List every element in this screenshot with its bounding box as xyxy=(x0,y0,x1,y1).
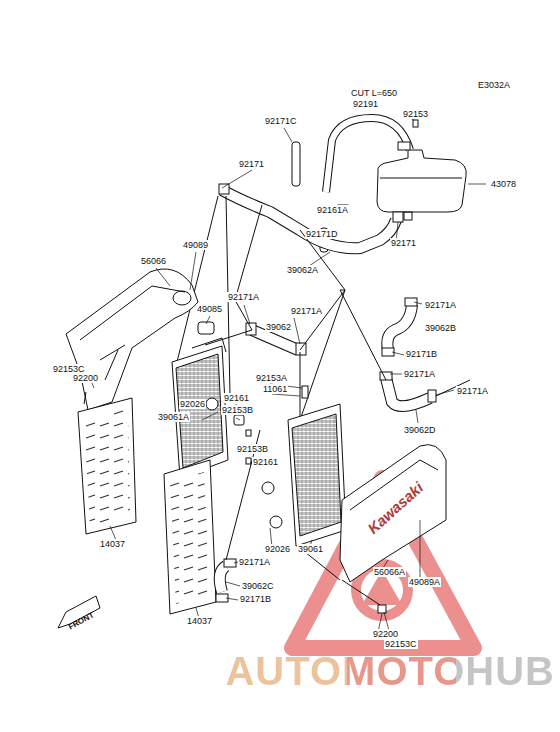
callout-number: 39061A xyxy=(157,412,190,422)
label-text: 92171 xyxy=(238,159,265,169)
label-text: 92026 xyxy=(264,544,291,554)
label-text: 43078 xyxy=(490,179,517,189)
label-text: 92171A xyxy=(227,292,260,302)
callout-number: 92161 xyxy=(223,393,250,403)
label-text: 92171A xyxy=(290,306,323,316)
parts xyxy=(58,118,470,628)
label-text: 92200 xyxy=(372,629,399,639)
leader-lines xyxy=(86,92,490,642)
label-text: 92153C xyxy=(384,639,418,649)
label-text: 39061A xyxy=(157,412,190,422)
callout-number: 92153B xyxy=(221,405,254,415)
label-text: 92026 xyxy=(179,399,206,409)
label-text: 92171 xyxy=(390,238,417,248)
label-text: 56066 xyxy=(140,256,167,266)
callout-number: 11061 xyxy=(262,384,288,394)
label-text: 92171B xyxy=(405,349,438,359)
label-text: 92171A xyxy=(456,386,489,396)
callout-number: 92191 xyxy=(352,99,379,109)
callout-number: 43078 xyxy=(490,179,517,189)
label-text: 92171A xyxy=(403,369,436,379)
label-text: 92171A xyxy=(424,300,457,310)
callout-number: 39062D xyxy=(403,425,437,435)
label-text: 56066A xyxy=(373,567,406,577)
label-text: 92153B xyxy=(236,444,269,454)
callout-number: 92161 xyxy=(252,457,279,467)
label-text: 92161 xyxy=(223,393,250,403)
callout-number: 49085 xyxy=(196,304,223,314)
label-text: 92171D xyxy=(305,229,339,239)
callout-number: 49089 xyxy=(182,240,209,250)
callout-number: 92171A xyxy=(456,386,489,396)
callout-number: E3032A xyxy=(477,80,511,90)
callout-number: 92171 xyxy=(390,238,417,248)
label-text: 92191 xyxy=(352,99,379,109)
label-text: 92153 xyxy=(402,109,429,119)
callout-number: 39062 xyxy=(265,322,292,332)
callout-number: 92171A xyxy=(227,292,260,302)
callout-number: 92171C xyxy=(264,116,298,126)
callout-number: 14037 xyxy=(99,539,126,549)
label-text: 49089A xyxy=(408,577,441,587)
callout-number: 14037 xyxy=(186,616,213,626)
callout-number: 56066A xyxy=(373,567,406,577)
label-text: 14037 xyxy=(186,616,213,626)
callout-number: 49089A xyxy=(408,577,441,587)
callout-number: 39062C xyxy=(241,581,275,591)
label-text: E3032A xyxy=(477,80,511,90)
label-text: 39062A xyxy=(286,265,319,275)
label-text: 92200 xyxy=(72,373,99,383)
callout-number: 92171B xyxy=(405,349,438,359)
label-text: 92171C xyxy=(264,116,298,126)
callout-number: 92171A xyxy=(403,369,436,379)
callout-number: 92026 xyxy=(264,544,291,554)
callout-number: 92171A xyxy=(290,306,323,316)
label-text: 11061 xyxy=(262,384,288,394)
callout-number: 92153C xyxy=(384,639,418,649)
callout-number: 39061 xyxy=(297,544,324,554)
callout-number: 92171B xyxy=(239,594,272,604)
callout-number: 92200 xyxy=(72,373,99,383)
callout-number: 92153 xyxy=(402,109,429,119)
label-text: 92161A xyxy=(316,205,349,215)
callout-number: 92171 xyxy=(238,159,265,169)
label-text: 14037 xyxy=(99,539,126,549)
label-text: 92171A xyxy=(238,557,271,567)
label-text: 39062C xyxy=(241,581,275,591)
callout-number: 92026 xyxy=(179,399,206,409)
callout-number: 39062B xyxy=(424,323,457,333)
label-text: 39062 xyxy=(265,322,292,332)
callout-number: 92200 xyxy=(372,629,399,639)
callout-number: 92171A xyxy=(424,300,457,310)
callout-number: CUT L=650 xyxy=(350,88,398,98)
callout-number: 39062A xyxy=(286,265,319,275)
label-text: 92153B xyxy=(221,405,254,415)
label-text: 92161 xyxy=(252,457,279,467)
label-text: 49085 xyxy=(196,304,223,314)
callout-number: 92161A xyxy=(316,205,349,215)
label-text: 39062D xyxy=(403,425,437,435)
label-text: 39061 xyxy=(297,544,324,554)
callout-number: 92171D xyxy=(305,229,339,239)
label-text: 39062B xyxy=(424,323,457,333)
label-text: 92153A xyxy=(255,373,288,383)
callout-number: 92153A xyxy=(255,373,288,383)
label-text: AUTOMOTOHUB xyxy=(224,649,556,693)
label-text: CUT L=650 xyxy=(350,88,398,98)
callout-number: 92171A xyxy=(238,557,271,567)
label-text: 49089 xyxy=(182,240,209,250)
callout-number: 92153B xyxy=(236,444,269,454)
callout-number: 56066 xyxy=(140,256,167,266)
watermark: AUTOMOTOHUB xyxy=(224,650,556,692)
label-text: 92171B xyxy=(239,594,272,604)
